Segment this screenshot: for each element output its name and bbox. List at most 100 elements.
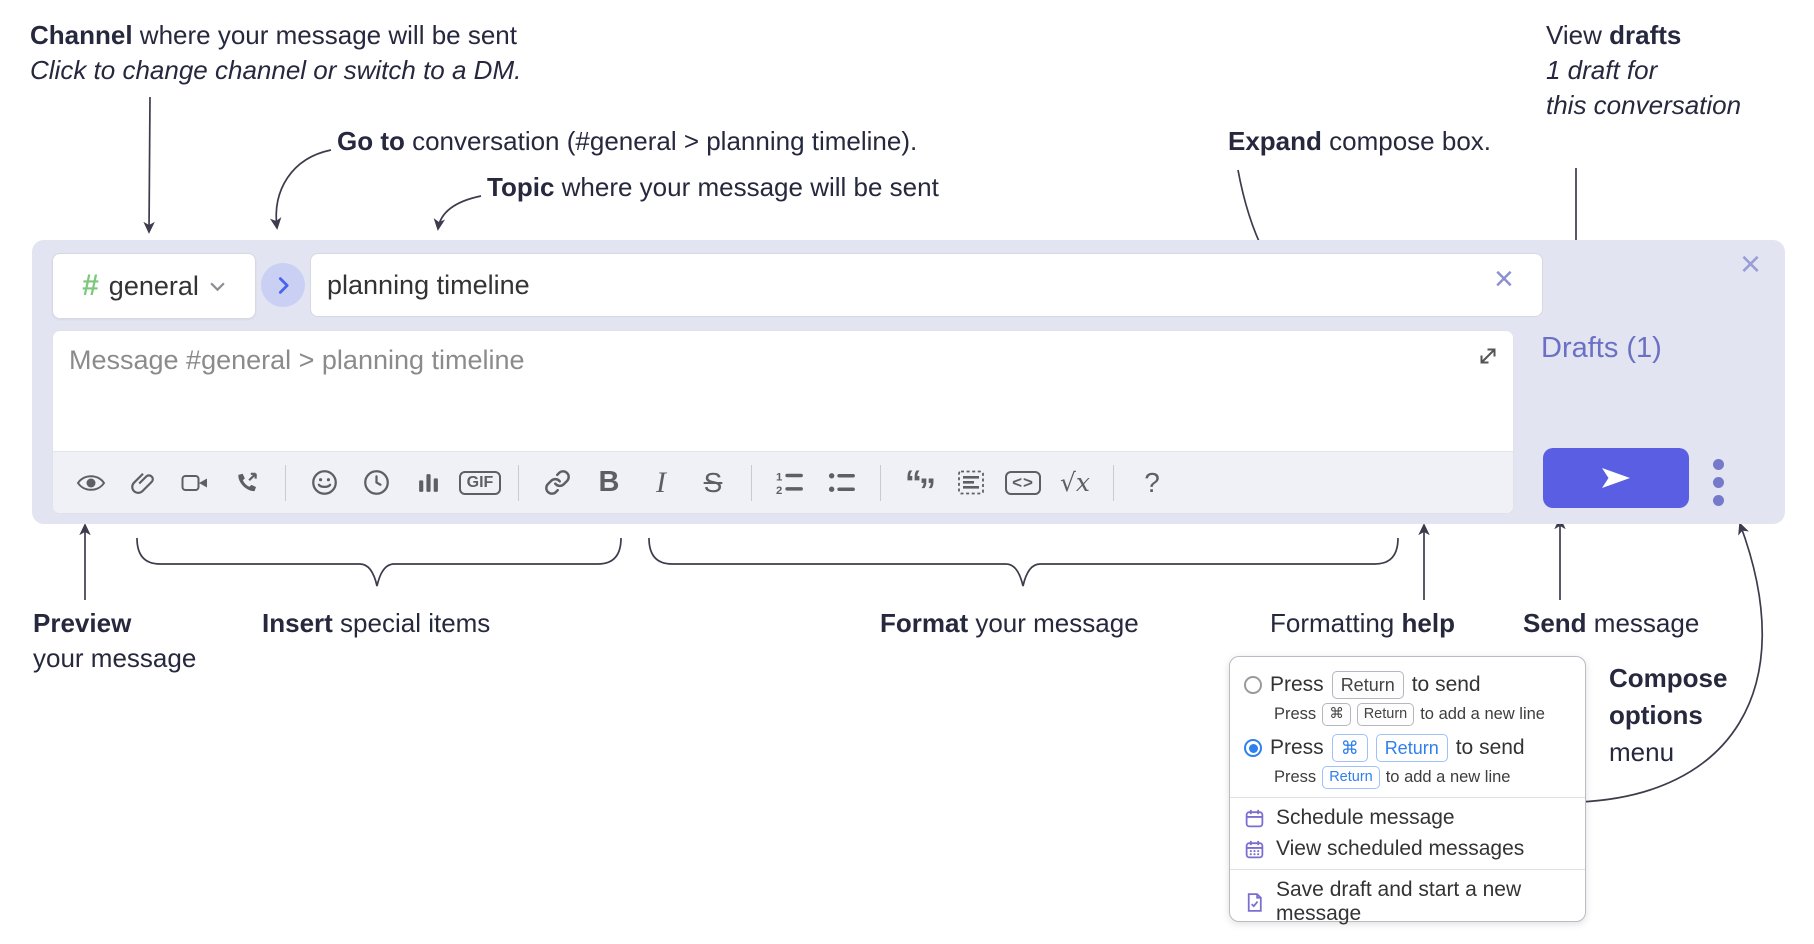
option-cmd-return-to-send[interactable]: Press ⌘ Return to send	[1244, 734, 1571, 762]
expand-annotation-bold: Expand	[1228, 126, 1322, 156]
menu-item-schedule-message[interactable]: Schedule message	[1244, 806, 1571, 830]
svg-text:1: 1	[776, 471, 782, 483]
channel-hash-icon: #	[82, 269, 99, 302]
eye-icon	[76, 474, 106, 491]
smiley-icon	[311, 470, 337, 495]
option-cmd-return-subtext: Press Return to add a new line	[1274, 766, 1571, 789]
compose-options-menu: Press Return to send Press ⌘ Return to a…	[1229, 656, 1586, 925]
toolbar-divider	[1113, 464, 1114, 501]
expand-compose-icon[interactable]	[1475, 343, 1501, 369]
radio-selected[interactable]	[1244, 739, 1262, 757]
attach-file-button[interactable]	[119, 459, 167, 507]
kebab-dot	[1713, 459, 1724, 470]
format-annotation-bold: Format	[880, 608, 969, 638]
italic-button[interactable]: I	[656, 465, 666, 499]
view-drafts-bold: drafts	[1609, 20, 1682, 50]
video-camera-icon	[181, 474, 207, 491]
code-icon: <>	[1005, 470, 1041, 495]
time-button[interactable]	[352, 459, 400, 507]
link-button[interactable]	[533, 459, 581, 507]
gif-icon: GIF	[458, 470, 502, 495]
expand-annotation: Expand compose box.	[1228, 124, 1491, 159]
topic-annotation: Topic where your message will be sent	[487, 170, 939, 205]
option-text: to send	[1455, 736, 1525, 759]
insert-annotation-bold: Insert	[262, 608, 333, 638]
paperclip-icon	[131, 472, 154, 494]
clock-icon	[363, 470, 389, 495]
format-annotation-rest: your message	[968, 608, 1139, 638]
view-drafts-pre: View	[1546, 20, 1610, 50]
send-icon	[1602, 468, 1630, 488]
numbered-list-icon: 1 2	[776, 471, 803, 495]
menu-item-save-draft[interactable]: Save draft and start a new message	[1244, 878, 1571, 926]
emoji-button[interactable]	[300, 459, 348, 507]
bar-chart-icon	[418, 474, 438, 492]
arrow-topic	[433, 195, 482, 231]
channel-annotation-bold: Channel	[30, 20, 133, 50]
quote-button[interactable]: “ ”	[905, 463, 936, 510]
expand-annotation-rest: compose box.	[1321, 126, 1492, 156]
poll-button[interactable]	[404, 459, 452, 507]
kbd-return: Return	[1375, 734, 1448, 762]
menu-item-label: Save draft and start a new message	[1276, 878, 1522, 925]
send-annotation: Send message	[1523, 606, 1699, 641]
send-button[interactable]	[1543, 448, 1689, 508]
radio-unselected[interactable]	[1244, 676, 1262, 694]
chevron-right-icon	[278, 276, 289, 294]
kbd-return: Return	[1322, 766, 1380, 789]
send-annotation-bold: Send	[1523, 608, 1587, 638]
preview-annotation-line2: your message	[33, 643, 197, 673]
topic-annotation-bold: Topic	[487, 172, 555, 202]
preview-button[interactable]	[67, 459, 115, 507]
voice-call-button[interactable]	[223, 459, 271, 507]
compose-options-button[interactable]	[1713, 459, 1724, 506]
insert-annotation-rest: special items	[332, 608, 491, 638]
compose-options-line3: menu	[1609, 737, 1675, 767]
strikethrough-button[interactable]: S	[703, 466, 723, 498]
kebab-dot	[1713, 477, 1724, 488]
compose-options-line2: options	[1609, 700, 1703, 730]
math-button[interactable]: √x	[1059, 468, 1091, 497]
drafts-link[interactable]: Drafts (1)	[1541, 332, 1662, 364]
channel-selector[interactable]: # general	[52, 253, 256, 319]
close-compose-icon[interactable]: ×	[1740, 243, 1762, 284]
topic-input[interactable]	[310, 253, 1543, 317]
chevron-down-icon	[210, 282, 225, 291]
menu-item-label: View scheduled messages	[1276, 837, 1525, 860]
numbered-list-button[interactable]: 1 2	[766, 459, 814, 507]
code-button[interactable]: <>	[999, 459, 1047, 507]
clear-topic-icon[interactable]: ×	[1494, 260, 1514, 298]
menu-divider	[1230, 869, 1585, 870]
insert-annotation: Insert special items	[262, 606, 490, 641]
kebab-dot	[1713, 495, 1724, 506]
go-to-conversation-button[interactable]	[261, 263, 305, 307]
option-return-to-send[interactable]: Press Return to send	[1244, 671, 1571, 699]
document-check-icon	[1244, 892, 1265, 913]
spoiler-button[interactable]	[947, 459, 995, 507]
compose-toolbar: GIF B I S 1 2	[53, 451, 1513, 513]
formatting-help-pre: Formatting	[1270, 608, 1402, 638]
go-to-annotation: Go to conversation (#general > planning …	[337, 124, 917, 159]
toolbar-divider	[518, 464, 519, 501]
formatting-help-bold: help	[1401, 608, 1455, 638]
video-call-button[interactable]	[171, 459, 219, 507]
channel-annotation-subtitle: Click to change channel or switch to a D…	[30, 55, 522, 85]
bulleted-list-icon	[828, 473, 855, 492]
message-input[interactable]	[53, 331, 1513, 449]
formatting-help-button[interactable]: ?	[1144, 466, 1160, 498]
bold-button[interactable]: B	[598, 466, 620, 498]
menu-divider	[1230, 797, 1585, 798]
option-return-subtext: Press ⌘ Return to add a new line	[1274, 703, 1571, 726]
svg-text:2: 2	[776, 485, 782, 495]
option-text: Press	[1270, 673, 1324, 696]
gif-button[interactable]: GIF	[456, 459, 504, 507]
option-text: to send	[1411, 673, 1481, 696]
menu-item-label: Schedule message	[1276, 806, 1455, 829]
menu-item-view-scheduled[interactable]: View scheduled messages	[1244, 837, 1571, 861]
arrow-channel	[143, 96, 155, 234]
view-drafts-line2: 1 draft for	[1546, 55, 1658, 85]
preview-annotation-bold: Preview	[33, 608, 132, 638]
option-text: Press	[1270, 736, 1324, 759]
bulleted-list-button[interactable]	[818, 459, 866, 507]
kbd-cmd: ⌘	[1331, 734, 1368, 762]
